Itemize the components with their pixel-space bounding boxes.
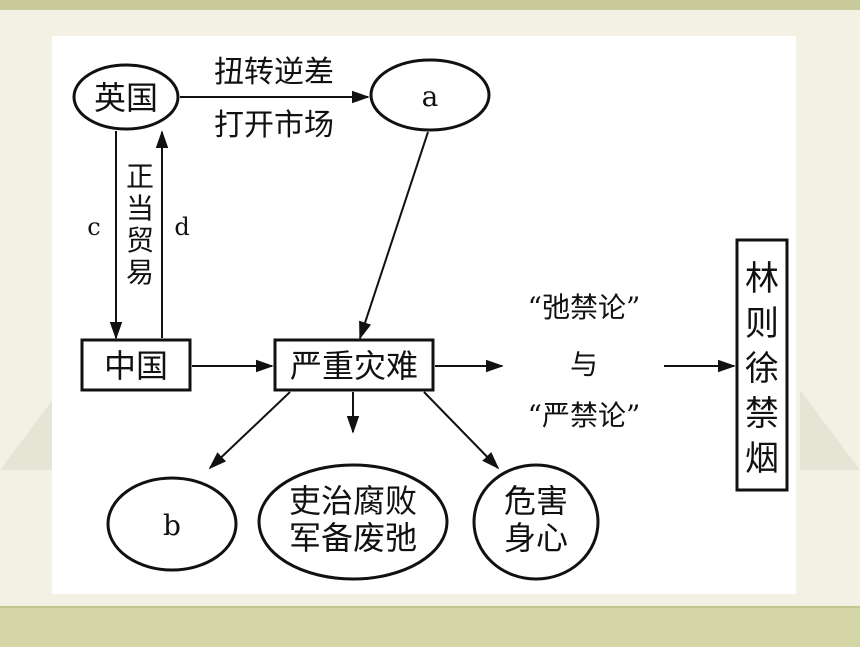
node-lin-zexu-char-3: 徐: [745, 349, 779, 389]
node-lin-zexu: [735, 238, 789, 492]
node-corruption-line2: 军备废弛: [289, 519, 417, 557]
node-b-label: b: [163, 509, 181, 542]
edge-label-c: c: [87, 213, 100, 241]
node-harm-line1: 危害: [504, 482, 568, 520]
edge-label-trade-char-2: 当: [126, 192, 154, 225]
node-corruption-line1: 吏治腐败: [289, 482, 417, 520]
edge-label-d: d: [174, 213, 189, 241]
edge-label-trade-char-4: 易: [126, 256, 154, 289]
node-lin-zexu-char-2: 则: [745, 304, 779, 344]
arrow-disaster-to-harm: [423, 391, 500, 470]
node-a-label: a: [422, 80, 439, 113]
debate-line-1: “弛禁论”: [528, 291, 641, 324]
node-b: [106, 476, 238, 572]
arrow-disaster-to-b: [208, 391, 291, 470]
node-disaster-label: 严重灾难: [290, 347, 418, 385]
node-harm-line2: 身心: [504, 519, 568, 557]
debate-line-3: “严禁论”: [528, 399, 641, 432]
node-lin-zexu-char-5: 烟: [745, 439, 779, 479]
diagram-panel: 英国 a 中国 严重灾难 b 吏治腐败 军备废弛 危害 身心 林 则 徐 禁 烟: [52, 36, 796, 594]
edge-label-trade-char-1: 正: [126, 160, 154, 193]
node-britain-label: 英国: [94, 79, 158, 117]
node-harm: [472, 463, 600, 581]
flow-diagram: 英国 a 中国 严重灾难 b 吏治腐败 军备废弛 危害 身心 林 则 徐 禁 烟: [72, 55, 789, 581]
arrow-a-to-disaster: [359, 131, 429, 340]
node-corruption: [257, 463, 449, 581]
debate-line-2: 与: [570, 348, 598, 381]
bottom-band: [0, 606, 860, 647]
node-lin-zexu-char-4: 禁: [745, 394, 779, 434]
node-a: [369, 58, 491, 132]
node-disaster: [273, 338, 435, 392]
edge-label-trade-char-3: 贸: [126, 224, 154, 257]
node-lin-zexu-char-1: 林: [745, 259, 779, 299]
node-britain: [72, 63, 180, 131]
node-china: [80, 338, 192, 392]
edge-label-top-above: 扭转逆差: [214, 55, 334, 90]
node-china-label: 中国: [104, 347, 168, 385]
top-band: [0, 0, 860, 10]
edge-label-top-below: 打开市场: [214, 108, 334, 143]
